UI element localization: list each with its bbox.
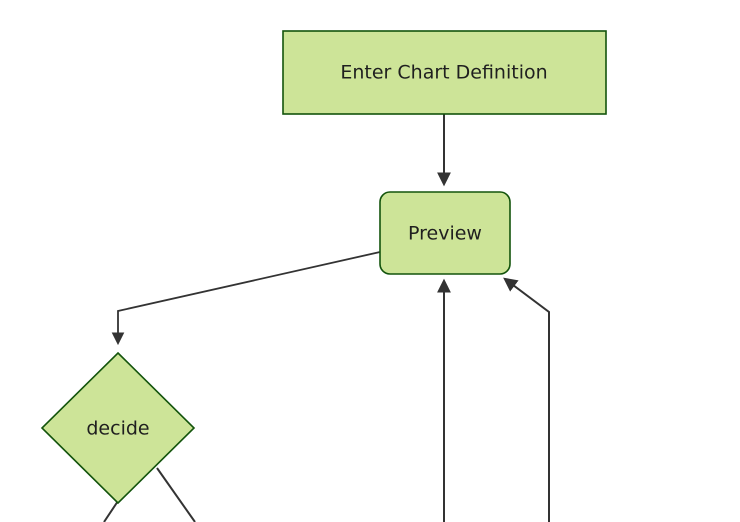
node-layer: Enter Chart Definition Preview decide <box>40 30 607 505</box>
edge-layer <box>103 114 550 522</box>
node-enter-chart-definition[interactable]: Enter Chart Definition <box>282 30 607 115</box>
edge-preview-to-decide <box>111 251 381 346</box>
edge-decide-out-left <box>103 500 119 522</box>
node-enter-chart-definition-shape[interactable] <box>282 30 607 115</box>
edge-decide-out-right <box>156 467 196 522</box>
node-preview-shape[interactable] <box>379 191 511 275</box>
node-decide-shape[interactable] <box>40 351 196 505</box>
node-decide[interactable]: decide <box>40 351 196 505</box>
edge-bottom-right-to-preview <box>503 277 550 522</box>
node-preview[interactable]: Preview <box>379 191 511 275</box>
